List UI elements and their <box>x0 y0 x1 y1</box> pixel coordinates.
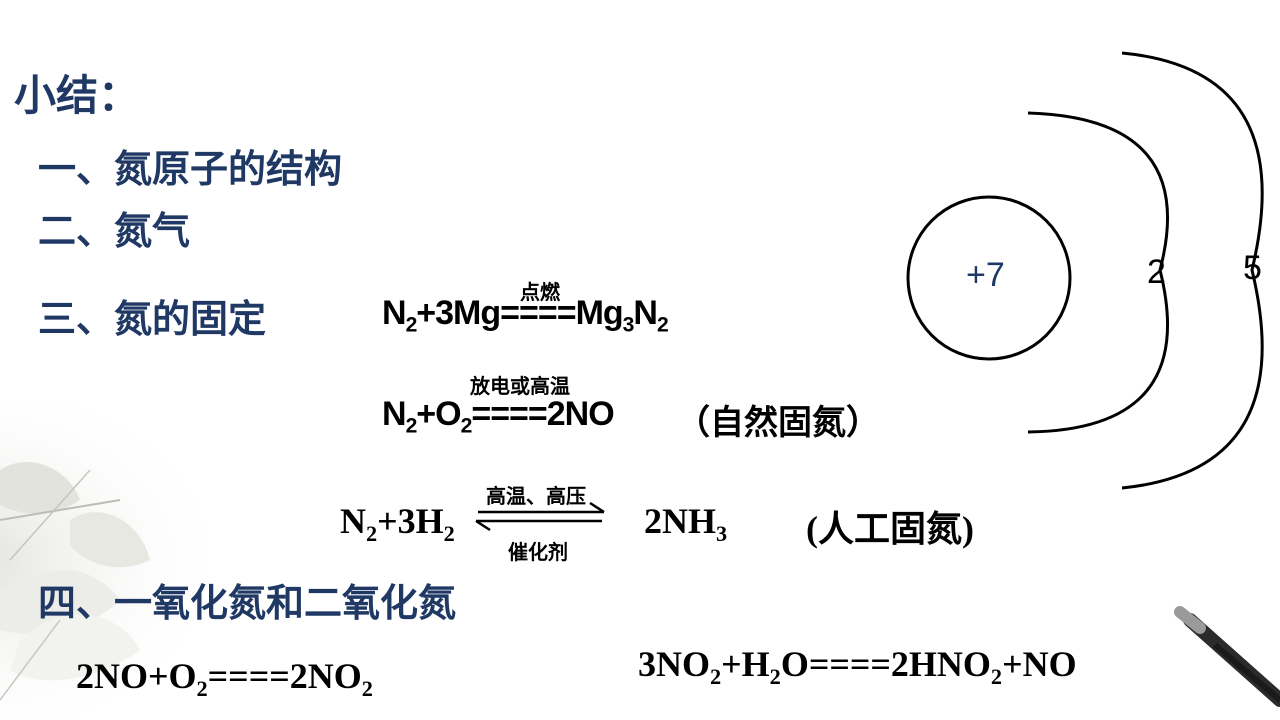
eq5-term: 2HNO <box>890 644 991 684</box>
eq5-term: O <box>780 644 809 684</box>
eq2-subscript: 2 <box>405 414 418 438</box>
eq3-condition-top: 高温、高压 <box>486 484 586 508</box>
eq2-term: 2NO <box>546 395 615 433</box>
equation-n2-mg: N2+3Mg====Mg3N2 <box>382 294 669 337</box>
eq2-equals: ==== <box>471 395 547 433</box>
equation-no2-water: 3NO2+H2O====2HNO2+NO <box>638 643 1077 687</box>
eq1-term: Mg <box>575 294 624 332</box>
eq4-subscript: 2 <box>196 675 208 701</box>
section-nitrogen-gas: 二、氮气 <box>38 209 191 253</box>
eq5-term: +NO <box>1002 644 1077 684</box>
eq5-term: 3NO <box>638 644 710 684</box>
eq2-term: N <box>382 395 407 433</box>
equation-haber-lhs: N2+3H2 <box>340 500 455 544</box>
eq1-condition: 点燃 <box>520 280 560 304</box>
eq4-term: 2NO <box>289 656 362 696</box>
eq3-term: +3H <box>377 501 444 541</box>
eq2-subscript: 2 <box>460 414 473 438</box>
eq1-subscript: 3 <box>622 313 635 337</box>
brush-pen-decoration <box>1174 606 1280 707</box>
eq2-condition: 放电或高温 <box>470 374 570 398</box>
eq4-equals: ==== <box>207 656 290 696</box>
section-atom-structure: 一、氮原子的结构 <box>38 147 343 191</box>
section-nitrogen-fixation: 三、氮的固定 <box>38 297 267 341</box>
eq5-equals: ==== <box>808 644 891 684</box>
eq1-term: N <box>633 294 658 332</box>
natural-fixation-note: （自然固氮） <box>676 403 880 443</box>
eq3-condition-bottom: 催化剂 <box>508 540 568 564</box>
equation-no-oxidation: 2NO+O2====2NO2 <box>76 655 373 699</box>
shell-1-electron-count: 2 <box>1147 253 1166 291</box>
eq1-subscript: 2 <box>656 313 669 337</box>
equation-haber-rhs: 2NH3 <box>644 500 727 544</box>
nucleus-charge: +7 <box>966 256 1005 294</box>
eq3-subscript: 2 <box>366 520 378 546</box>
eq3-subscript: 2 <box>443 520 455 546</box>
shell-2-electron-count: 5 <box>1243 249 1262 287</box>
electron-shell-2-arc <box>1121 51 1264 490</box>
equation-n2-o2: N2+O2====2NO <box>382 395 615 438</box>
lotus-flower-decoration <box>0 400 280 720</box>
eq2-term: +O <box>416 395 461 433</box>
eq5-subscript: 2 <box>769 663 781 689</box>
artificial-fixation-note: (人工固氮) <box>806 509 974 549</box>
section-nitrogen-oxides: 四、一氧化氮和二氧化氮 <box>38 581 457 625</box>
eq1-term: N <box>382 294 407 332</box>
eq5-term: +H <box>721 644 770 684</box>
eq4-term: 2NO+O <box>76 656 197 696</box>
eq1-term: +3Mg <box>416 294 501 332</box>
summary-title: 小结： <box>14 71 141 120</box>
eq1-subscript: 2 <box>405 313 418 337</box>
eq3-subscript: 3 <box>716 520 728 546</box>
eq5-subscript: 2 <box>710 663 722 689</box>
electron-shell-1-arc <box>1027 111 1170 434</box>
eq1-equals: ==== <box>500 294 576 332</box>
eq4-subscript: 2 <box>361 675 373 701</box>
eq3-term: 2NH <box>644 501 716 541</box>
nucleus-circle <box>906 195 1072 361</box>
eq3-term: N <box>340 501 366 541</box>
eq5-subscript: 2 <box>990 663 1003 689</box>
